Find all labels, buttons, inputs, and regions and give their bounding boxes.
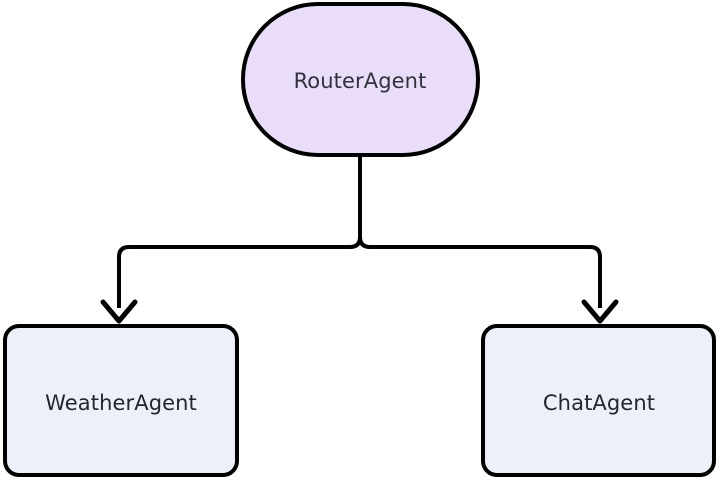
node-router-agent[interactable]: RouterAgent (241, 2, 480, 157)
node-chat-agent-shape[interactable] (481, 324, 716, 477)
node-chat-agent-label: ChatAgent (543, 391, 655, 415)
arrowhead-chat-icon (581, 299, 619, 324)
node-chat-agent[interactable]: ChatAgent (481, 324, 716, 477)
node-weather-agent-shape[interactable] (3, 324, 239, 477)
edge-router-to-chat-path[interactable] (358, 157, 602, 308)
edge-router-to-weather-path[interactable] (117, 157, 362, 308)
node-router-agent-label: RouterAgent (294, 69, 427, 93)
arrowhead-weather-icon (100, 299, 138, 324)
node-weather-agent[interactable]: WeatherAgent (3, 324, 239, 477)
edge-group (100, 157, 619, 324)
node-weather-agent-label: WeatherAgent (45, 391, 197, 415)
node-router-agent-shape[interactable] (241, 2, 480, 157)
